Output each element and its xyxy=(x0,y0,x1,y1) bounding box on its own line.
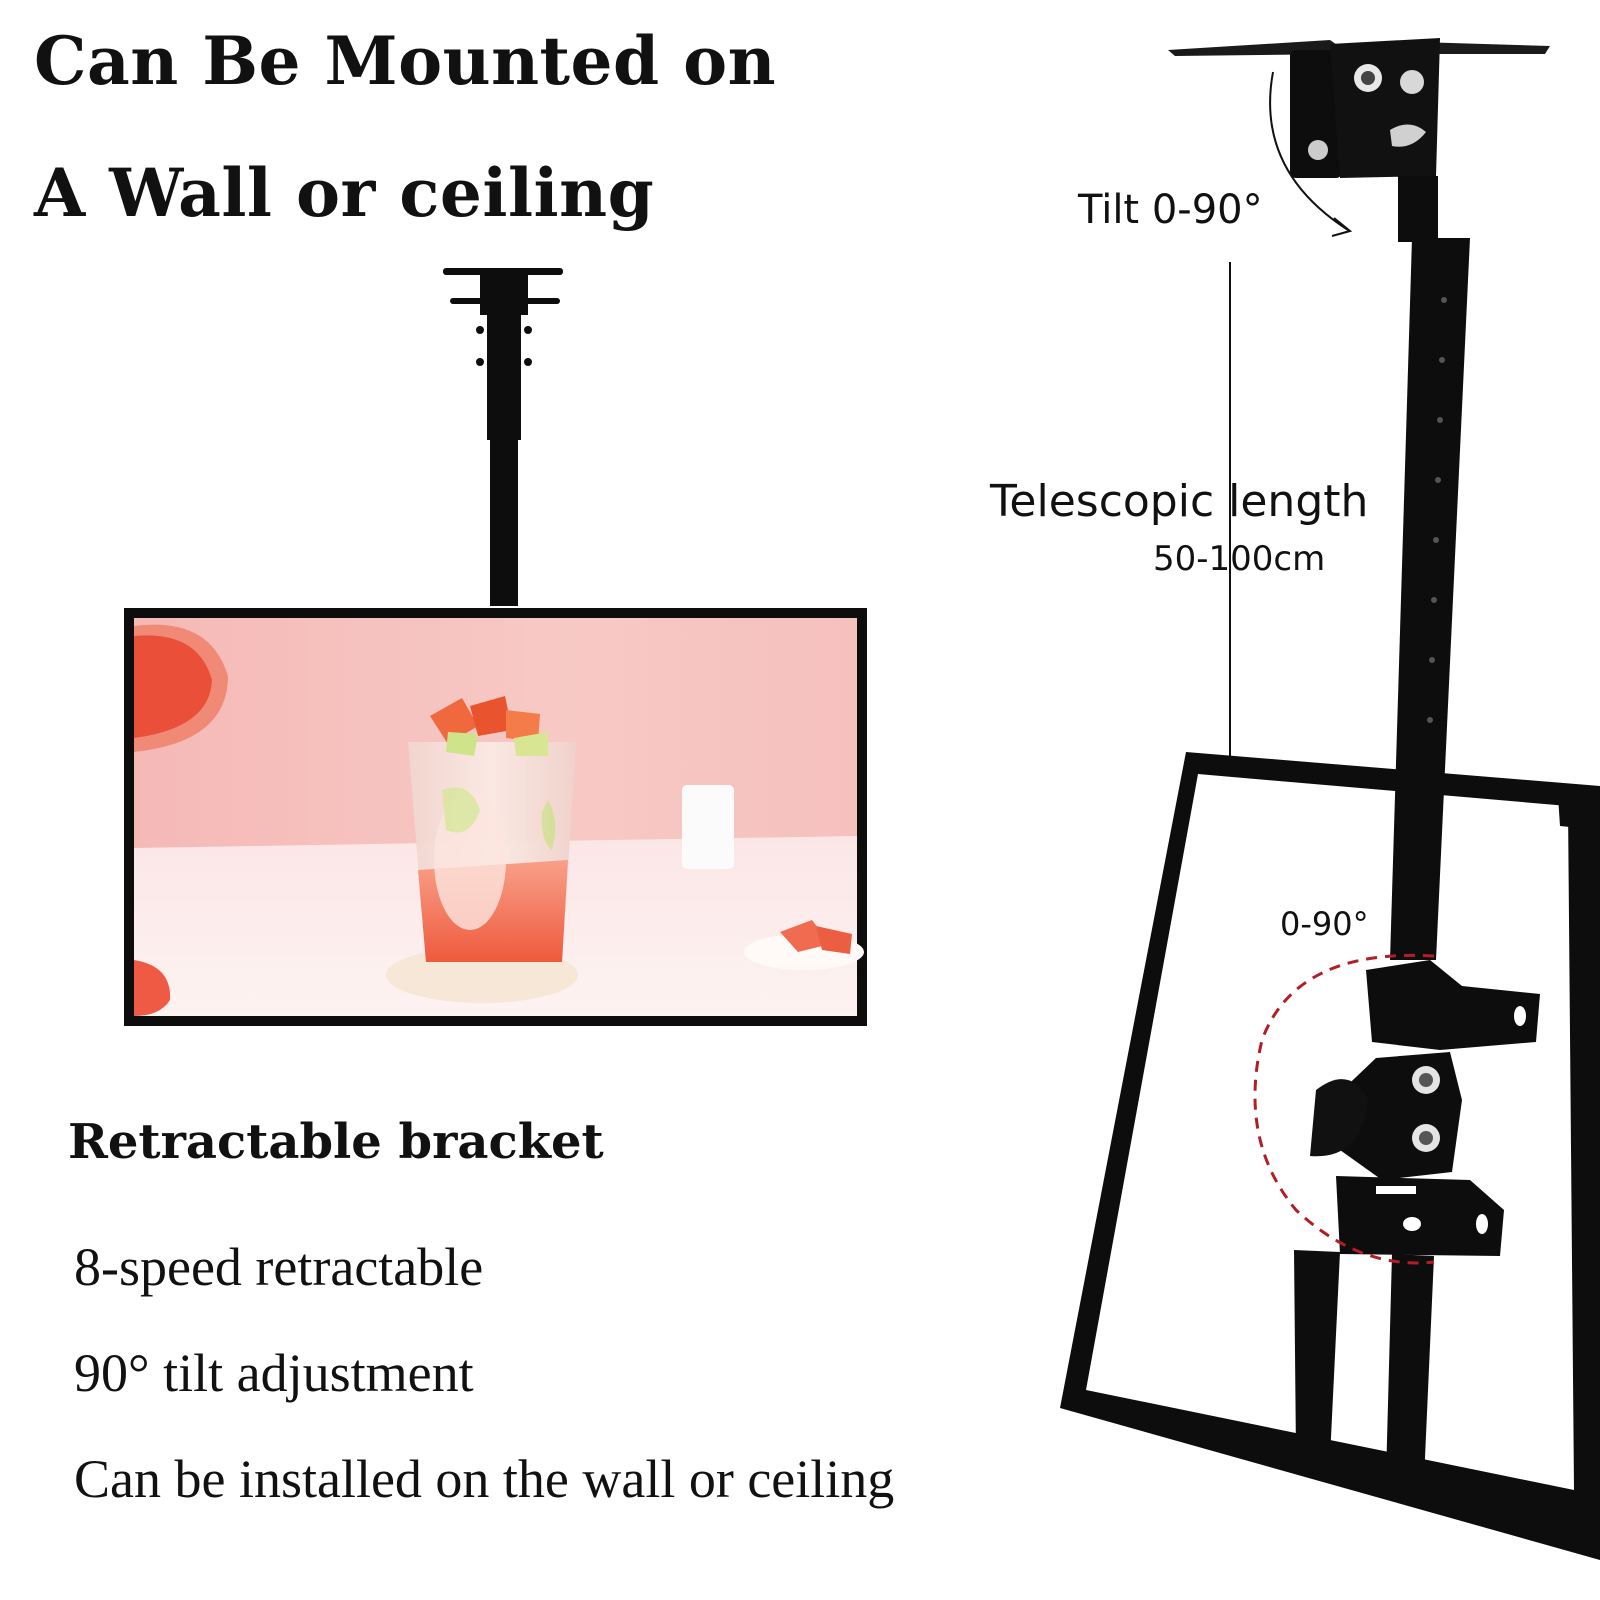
telescopic-pole-icon xyxy=(1390,176,1470,960)
feature-item: 90° tilt adjustment xyxy=(74,1343,474,1403)
features-title: Retractable bracket xyxy=(68,1114,604,1170)
ceiling-plate-icon xyxy=(1168,38,1550,178)
telescopic-length-label: Telescopic length xyxy=(990,476,1369,527)
headline-line-2: A Wall or ceiling xyxy=(34,154,655,232)
telescopic-bracket-image xyxy=(1060,38,1600,1560)
headline-line-1: Can Be Mounted on xyxy=(34,22,777,100)
tilt-range-arc xyxy=(1253,953,1435,1265)
tilt-arrow-icon xyxy=(1269,71,1349,231)
telescopic-range-label: 50-100cm xyxy=(1153,539,1326,579)
mount-pole-icon xyxy=(487,290,521,606)
feature-item: 8-speed retractable xyxy=(74,1237,484,1297)
ceiling-mounted-tv-image xyxy=(124,268,867,1026)
tilt-top-label: Tilt 0-90° xyxy=(1078,187,1263,233)
tv-screen-icon xyxy=(124,608,867,1026)
tilt-bottom-label: 0-90° xyxy=(1280,905,1369,943)
tilt-joint-icon xyxy=(1294,960,1540,1480)
feature-item: Can be installed on the wall or ceiling xyxy=(74,1449,895,1509)
